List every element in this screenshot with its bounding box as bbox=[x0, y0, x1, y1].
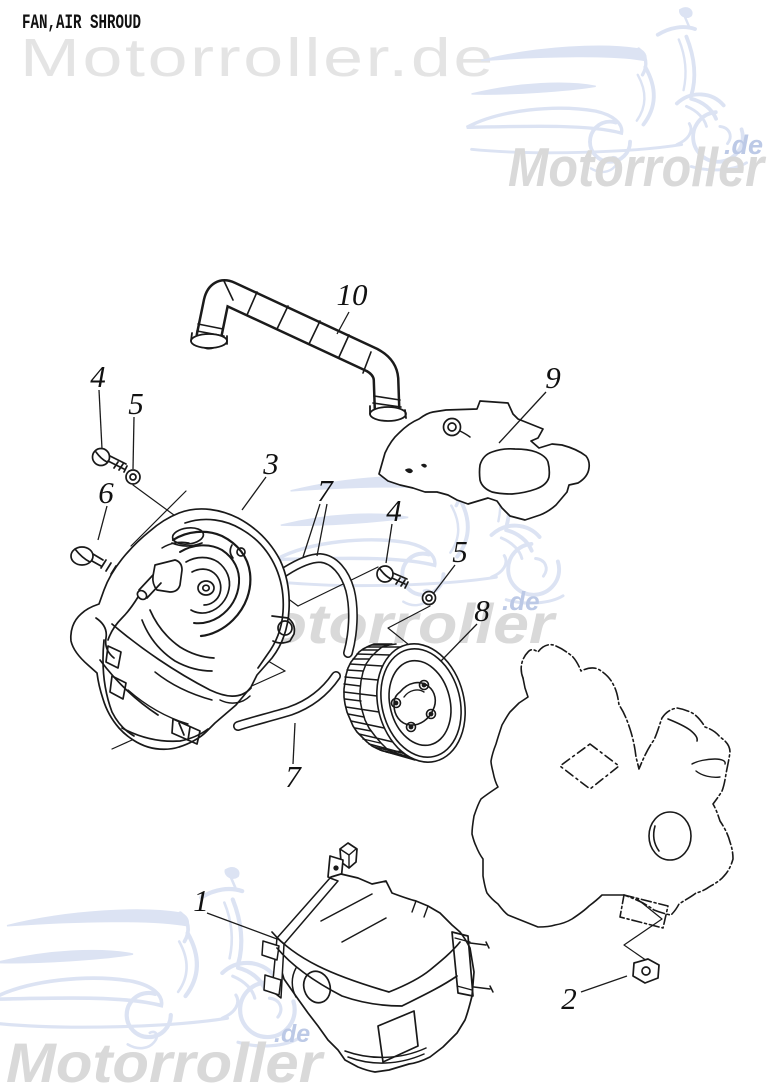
svg-text:Motorroller: Motorroller bbox=[508, 136, 766, 198]
svg-text:4: 4 bbox=[90, 359, 106, 394]
svg-text:Motorroller.de: Motorroller.de bbox=[20, 28, 496, 88]
svg-text:.de: .de bbox=[274, 1020, 310, 1048]
svg-text:.de: .de bbox=[502, 586, 540, 616]
svg-text:1: 1 bbox=[193, 883, 209, 918]
svg-text:4: 4 bbox=[386, 493, 402, 528]
svg-text:6: 6 bbox=[98, 475, 114, 510]
svg-text:FAN,AIR SHROUD: FAN,AIR SHROUD bbox=[22, 12, 141, 35]
svg-text:7: 7 bbox=[285, 759, 302, 794]
svg-text:9: 9 bbox=[545, 360, 561, 395]
svg-text:5: 5 bbox=[452, 534, 468, 569]
svg-text:8: 8 bbox=[474, 593, 490, 628]
svg-text:5: 5 bbox=[128, 386, 144, 421]
svg-text:.de: .de bbox=[724, 130, 763, 160]
svg-text:2: 2 bbox=[561, 981, 577, 1016]
svg-text:Motorroller: Motorroller bbox=[6, 1031, 325, 1087]
svg-text:3: 3 bbox=[262, 446, 279, 481]
svg-text:10: 10 bbox=[337, 277, 369, 312]
svg-text:7: 7 bbox=[317, 473, 334, 508]
